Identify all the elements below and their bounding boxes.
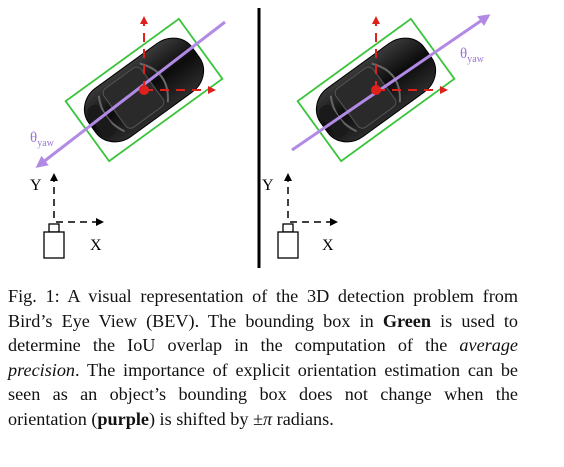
caption-text: radians. — [272, 408, 334, 429]
right-panel: θyaw Y X — [262, 14, 491, 259]
center-point-right — [371, 85, 381, 95]
axis-y-label-left: Y — [30, 177, 42, 194]
yaw-label-left: θyaw — [30, 130, 55, 149]
center-point-left — [139, 85, 149, 95]
caption-text: ) is shifted by — [148, 408, 254, 429]
axis-x-label-right: X — [322, 237, 334, 254]
orientation-arrow-left — [35, 20, 226, 168]
yaw-label-right: θyaw — [460, 46, 485, 65]
left-panel: θyaw Y X — [30, 16, 226, 259]
caption-text: Fig. 1: A visual representation of the 3… — [8, 286, 518, 331]
caption-purple-word: purple — [97, 408, 149, 429]
axis-y-label-right: Y — [262, 177, 274, 194]
lidar-sensor-icon — [277, 223, 299, 259]
orientation-arrow-right — [291, 14, 491, 152]
axis-x-label-left: X — [90, 237, 102, 254]
lidar-sensor-icon — [43, 223, 65, 259]
caption-text: . The importance of explicit orientation… — [8, 359, 518, 429]
bounding-box-left — [64, 17, 224, 163]
caption-average-precision: average precision — [8, 335, 518, 380]
bev-figure: θyaw Y X θyaw Y — [30, 8, 491, 268]
caption-text: is used to determine the IoU overlap in … — [8, 310, 518, 356]
figure-caption: Fig. 1: A visual representation of the 3… — [8, 284, 518, 432]
caption-pm-pi: ±π — [253, 408, 273, 429]
caption-green-word: Green — [382, 310, 431, 331]
